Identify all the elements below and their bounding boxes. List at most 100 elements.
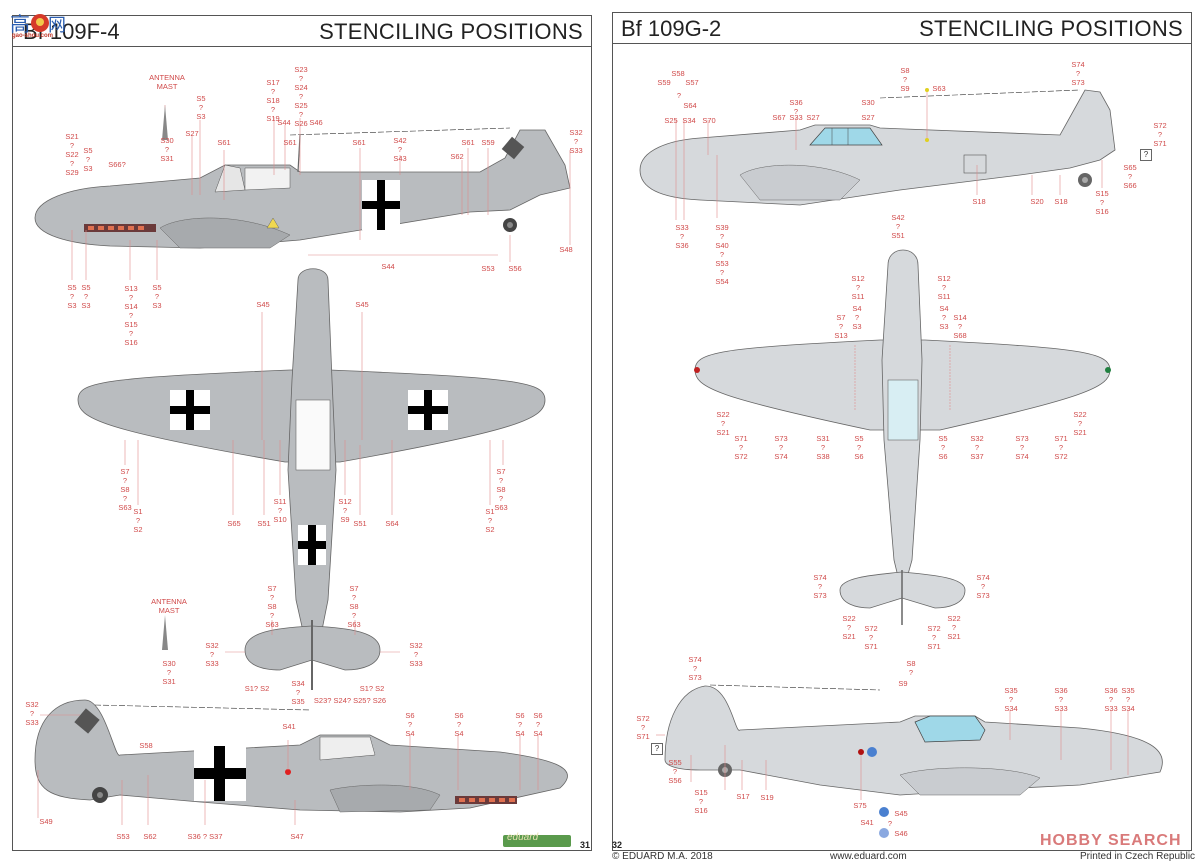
stencil-label: S32 ? S33	[409, 641, 423, 668]
stencil-label: S22 ? S21	[716, 410, 730, 437]
stencil-label: S4 ? S3	[939, 304, 949, 331]
stencil-label: S70	[702, 116, 716, 125]
stencil-label: S45	[256, 300, 270, 309]
stencil-label: S56	[508, 264, 522, 273]
stencil-label: S15 ? S16	[1095, 189, 1109, 216]
stencil-label: S46	[894, 829, 908, 838]
stencil-label: S72 ? S71	[1153, 121, 1167, 148]
stencil-label: S66?	[108, 160, 126, 169]
stencil-label: S7 ? S8 ? S63	[265, 584, 279, 629]
stencil-label: S7 ? S8 ? S63	[118, 467, 132, 512]
footer-copyright: © EDUARD M.A. 2018	[612, 851, 713, 862]
stencil-label: S61	[217, 138, 231, 147]
stencil-label: S35 ? S34	[1004, 686, 1018, 713]
stencil-label: S41	[860, 818, 874, 827]
stencil-label: S49	[39, 817, 53, 826]
f4-plan-view	[77, 268, 546, 690]
stencil-label: S51	[257, 519, 271, 528]
right-content-frame	[612, 43, 1192, 851]
stencil-label: S61	[461, 138, 475, 147]
stencil-label: S62	[450, 152, 464, 161]
stencil-label: S18	[972, 197, 986, 206]
right-model-title: Bf 109G-2	[621, 16, 722, 41]
eduard-logo: eduard	[503, 832, 571, 847]
stencil-label: S17 ? S18 ? S19	[266, 78, 280, 123]
stencil-label: S22 ? S21	[1073, 410, 1087, 437]
stencil-label: S59	[657, 78, 671, 87]
stencil-label: S12 ? S11	[851, 274, 865, 301]
antenna-mast-label: ANTENNA MAST	[151, 597, 187, 615]
stencil-label: S55 ? S56	[668, 758, 682, 785]
stencil-label: S32 ? S37	[970, 434, 984, 461]
stencil-label: S7 ? S13	[834, 313, 848, 340]
footer-printed: Printed in Czech Republic	[1080, 851, 1196, 862]
stencil-label: S19	[760, 793, 774, 802]
stencil-label: S42 ? S43	[393, 136, 407, 163]
stencil-label: S62	[143, 832, 157, 841]
stencil-label: S36 ?	[789, 98, 803, 116]
left-title-bar: Bf 109F-4 STENCILING POSITIONS	[12, 15, 592, 47]
svg-text:网: 网	[48, 15, 66, 36]
stencil-label: S74 ? S73	[1071, 60, 1085, 87]
stencil-label: S36 ? S33	[1104, 686, 1118, 713]
stencil-label: S1? S2	[244, 684, 270, 693]
stencil-label: S25	[664, 116, 678, 125]
f4-side-view-1	[34, 105, 571, 280]
unknown-box: ?	[1140, 149, 1152, 161]
stencil-label: S61	[352, 138, 366, 147]
stencil-label: S71 ? S72	[734, 434, 748, 461]
stencil-label: S20	[1030, 197, 1044, 206]
stencil-label: S41	[282, 722, 296, 731]
stencil-label: S73 ? S74	[774, 434, 788, 461]
stencil-label: ?	[676, 91, 682, 100]
stencil-label: S74 ? S73	[976, 573, 990, 600]
stencil-label: S53	[481, 264, 495, 273]
stencil-label: S72 ? S71	[864, 624, 878, 651]
stencil-label: S32 ? S33	[569, 128, 583, 155]
stencil-label: S8 ?	[900, 66, 910, 84]
stencil-label: S5 ? S6	[938, 434, 948, 461]
stencil-label: S23? S24? S25? S26	[313, 696, 387, 705]
stencil-label: S27	[185, 129, 199, 138]
svg-text:高: 高	[10, 12, 30, 36]
left-page-number: 31	[580, 840, 591, 850]
stencil-label: S32 ? S33	[25, 700, 39, 727]
stencil-label: S64	[683, 101, 697, 110]
stencil-label: S46	[309, 118, 323, 127]
right-section-title: STENCILING POSITIONS	[919, 16, 1183, 41]
stencil-label: S74 ? S73	[813, 573, 827, 600]
stencil-label: S9	[898, 679, 908, 688]
stencil-label: S65	[227, 519, 241, 528]
stencil-label: S67	[772, 113, 786, 122]
stencil-label: S5 ? S3	[81, 283, 91, 310]
left-section-title: STENCILING POSITIONS	[319, 19, 583, 44]
stencil-label: S6 ? S4	[515, 711, 525, 738]
stencil-label: S44	[277, 118, 291, 127]
stencil-label: S31 ? S38	[816, 434, 830, 461]
stencil-label: S5 ? S3	[152, 283, 162, 310]
stencil-label: S30 ? S31	[162, 659, 176, 686]
stencil-label: S12 ? S9	[338, 497, 352, 524]
stencil-label: S27	[861, 113, 875, 122]
right-page: Bf 109G-2 STENCILING POSITIONS	[604, 0, 1200, 864]
stencil-label: S61	[283, 138, 297, 147]
stencil-label: S34 ? S35	[291, 679, 305, 706]
stencil-label: S5 ? S6	[854, 434, 864, 461]
stencil-label: S12 ? S11	[937, 274, 951, 301]
stencil-label: S51	[353, 519, 367, 528]
stencil-label: S27	[806, 113, 820, 122]
stencil-label: S4 ? S3	[852, 304, 862, 331]
stencil-label: S1 ? S2	[485, 507, 495, 534]
footer-website: www.eduard.com	[830, 851, 907, 862]
stencil-label: S8 ?	[906, 659, 916, 677]
stencil-label: S6 ? S4	[533, 711, 543, 738]
stencil-label: S14 ? S68	[953, 313, 967, 340]
stencil-label: S9	[900, 84, 910, 93]
stencil-label: S72 ? S71	[636, 714, 650, 741]
stencil-label: S6 ? S4	[405, 711, 415, 738]
stencil-label: S58	[671, 69, 685, 78]
stencil-label: S6 ? S4	[454, 711, 464, 738]
stencil-label: S57	[685, 78, 699, 87]
stencil-label: S7 ? S8 ? S63	[347, 584, 361, 629]
stencil-label: S17	[736, 792, 750, 801]
